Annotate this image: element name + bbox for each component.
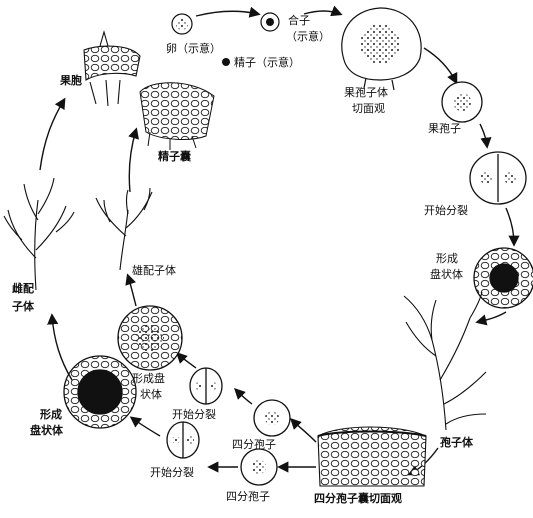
label-disc-right-line1: 形成	[436, 252, 458, 265]
carpogonium-illustration	[83, 29, 141, 107]
label-disc-middle-line1: 形成盘	[132, 371, 165, 385]
arrow-zygote-to-carposporophyte	[303, 5, 343, 17]
label-zygote-line2: （示意）	[286, 29, 330, 43]
zygote-illustration	[260, 12, 280, 32]
arrow-section-to-tetraspore-upper	[290, 418, 317, 443]
carpospore-illustration	[441, 81, 483, 123]
label-disc-left-line1: 形成	[40, 407, 62, 421]
arrow-division-to-disc-left	[129, 416, 161, 437]
label-carposporophyte-line1: 果孢子体	[344, 85, 388, 99]
division-right-illustration	[469, 151, 527, 205]
label-female-line2: 子体	[12, 299, 35, 313]
disc-middle-illustration	[117, 305, 183, 371]
tetrasporangium-section-illustration	[317, 426, 427, 487]
arrow-female-to-carpogonium	[39, 97, 66, 171]
arrow-disc-to-female	[47, 313, 73, 381]
carposporophyte-illustration	[341, 7, 422, 91]
label-egg: 卵（示意）	[166, 41, 221, 55]
labels: 果胞 卵（示意） 合子 （示意） 精子（示意） 精子囊 果孢子体 切面观 果孢子…	[12, 13, 474, 505]
label-disc-left-line2: 盘状体	[30, 423, 64, 437]
label-disc-right-line2: 盘状体	[430, 267, 463, 281]
label-division-right: 开始分裂	[424, 203, 468, 217]
egg-illustration	[171, 13, 193, 35]
arrow-egg-to-zygote	[195, 6, 261, 18]
label-tetrasporophyte: 孢子体	[440, 435, 474, 449]
female-gametophyte-illustration	[3, 177, 75, 291]
arrow-carpospore-to-division	[479, 123, 492, 149]
disc-left-illustration	[63, 355, 137, 429]
label-tetraspore-lower: 四分孢子	[226, 490, 270, 503]
label-disc-middle-line2: 状体	[140, 387, 162, 401]
arrow-carposporophyte-to-carpospore	[423, 47, 458, 85]
arrow-tetraspore-to-division-upper	[234, 388, 253, 405]
label-female-line1: 雌配	[12, 281, 34, 295]
arrow-division-to-disc	[505, 207, 520, 247]
label-division-upper: 开始分裂	[172, 407, 216, 421]
spermatangium-illustration	[139, 82, 215, 150]
label-zygote-line1: 合子	[288, 13, 310, 27]
label-tetraspore-upper: 四分孢子	[232, 438, 276, 451]
label-male-gametophyte: 雄配子体	[132, 263, 176, 277]
disc-right-illustration	[473, 247, 533, 309]
label-carpospore: 果孢子	[428, 122, 461, 135]
label-tetrasporangium-section: 四分孢子囊切面观	[314, 491, 402, 505]
sperm-illustration	[222, 58, 230, 66]
label-sperm: 精子（示意）	[234, 55, 300, 69]
arrow-male-to-spermatangium	[128, 127, 139, 193]
division-lower-illustration	[166, 421, 200, 459]
label-spermatangium: 精子囊	[158, 149, 192, 163]
tetraspore-lower-illustration	[240, 448, 278, 486]
arrow-disc-to-male	[125, 273, 137, 307]
label-carpogonium: 果胞	[59, 73, 82, 87]
male-gametophyte-illustration	[95, 187, 153, 271]
label-carposporophyte-line2: 切面观	[352, 102, 385, 115]
arrow-disc-to-sporophyte	[475, 311, 507, 326]
tetraspore-upper-illustration	[253, 399, 291, 437]
division-upper-illustration	[189, 367, 223, 405]
arrow-division-to-disc-upper	[176, 352, 197, 369]
tetrasporophyte-illustration	[403, 291, 487, 431]
label-division-lower: 开始分裂	[150, 465, 194, 479]
